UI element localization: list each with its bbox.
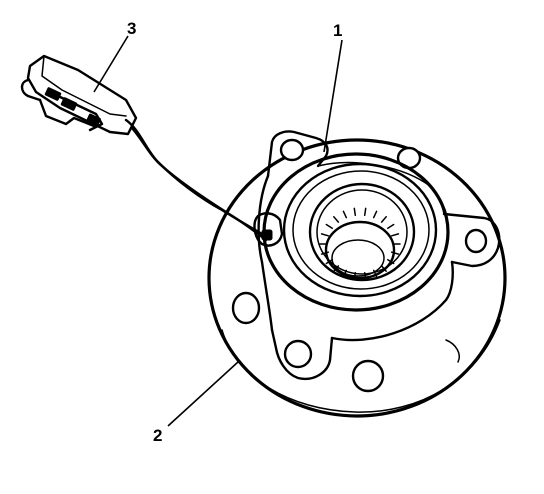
spline-bore-shadow [331, 239, 385, 277]
connector-housing-ridge [41, 55, 127, 117]
spline-bore-inner [324, 220, 396, 280]
stud-hole-left [231, 291, 261, 325]
callout-number-1: 1 [333, 21, 342, 40]
flange-rim-edge [221, 319, 501, 413]
sensor-harness [124, 118, 268, 242]
flange-body-outline [257, 174, 274, 332]
flange-outer-rim [207, 138, 507, 418]
mounting-flange [257, 130, 501, 381]
hub-seal-ring [282, 162, 438, 298]
sensor-connector [20, 54, 138, 136]
hub-seal-ring-inner [292, 170, 430, 290]
right-bolt-hole [464, 228, 488, 254]
connector-housing [26, 54, 138, 136]
flange-body-lower [330, 260, 454, 342]
leader-line-1 [323, 39, 343, 153]
harness-wire-outer [124, 118, 264, 236]
stud-hole-bottom [351, 359, 385, 393]
spline-tooth [342, 210, 348, 219]
spline-tooth [333, 216, 340, 223]
connector-pin-2 [60, 97, 78, 111]
top-bolt-hole [279, 138, 305, 162]
connector-latch-tab [20, 78, 42, 102]
bottom-bolt-hole [283, 339, 313, 369]
right-mounting-ear [442, 212, 501, 268]
spline-tooth [387, 223, 395, 230]
harness-wire-inner [130, 126, 268, 242]
leader-line-3 [93, 35, 129, 93]
spline-tooth [325, 223, 333, 230]
spline-tooth [353, 207, 357, 217]
spline-tooth [320, 233, 330, 237]
hub-outer-ring [262, 152, 450, 312]
spline-tooth [363, 207, 367, 217]
bottom-mounting-ear [270, 328, 334, 381]
top-mounting-ear [266, 130, 329, 178]
hub-bearing-assembly [262, 152, 450, 312]
connector-pin-1 [44, 87, 62, 101]
hub-bore-ledge [316, 189, 408, 275]
hub-bore-outer [308, 182, 416, 282]
callout-number-2: 2 [153, 426, 162, 445]
callout-number-3: 3 [127, 19, 136, 38]
leader-line-2 [167, 361, 239, 427]
spline-teeth [319, 207, 401, 281]
connector-pin-3 [86, 113, 101, 126]
spline-tooth [372, 210, 378, 219]
connector-lock-clip [38, 98, 96, 128]
spline-tooth [390, 233, 400, 237]
spline-tooth [380, 216, 387, 223]
stud-hole-right-edge [445, 339, 460, 363]
